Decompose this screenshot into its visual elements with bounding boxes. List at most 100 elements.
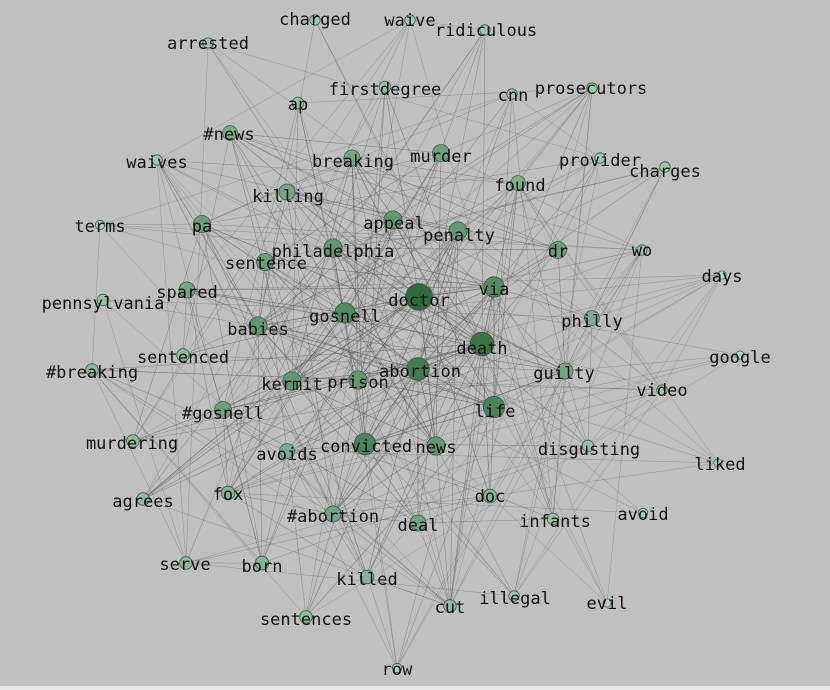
node-gosnell-tag[interactable] <box>214 401 232 419</box>
edge-appeal-life <box>392 219 495 408</box>
node-pa[interactable] <box>193 215 211 233</box>
node-sentences[interactable] <box>299 610 313 624</box>
edge-abortion-tag-cut <box>332 513 451 607</box>
node-google[interactable] <box>735 350 745 360</box>
edge-found-video <box>517 182 663 391</box>
node-sentenced[interactable] <box>176 348 190 362</box>
node-spared[interactable] <box>178 281 196 299</box>
edge-ridiculous-death <box>481 29 486 345</box>
node-breaking[interactable] <box>343 149 361 167</box>
edge-waive-waives <box>156 19 411 161</box>
node-infants[interactable] <box>546 512 560 526</box>
node-death[interactable] <box>469 331 495 357</box>
edge-wo-illegal <box>513 249 643 597</box>
edge-disgusting-serve <box>185 445 589 564</box>
node-ridiculous[interactable] <box>479 24 491 36</box>
edge-pennsylvania-babies <box>102 299 259 327</box>
bottom-strip <box>0 686 830 690</box>
node-via[interactable] <box>483 276 505 298</box>
edge-ridiculous-philadelphia <box>332 29 486 249</box>
node-cut[interactable] <box>443 599 457 613</box>
edge-penalty-deal <box>417 230 459 524</box>
edge-doctor-kermit <box>291 296 420 382</box>
node-ap[interactable] <box>291 96 305 110</box>
edge-news-tag-dr <box>229 132 559 251</box>
node-evil[interactable] <box>602 598 612 608</box>
node-prison[interactable] <box>348 370 368 390</box>
node-disgusting[interactable] <box>581 439 595 453</box>
edge-breaking-found <box>351 157 519 184</box>
node-row[interactable] <box>391 662 403 674</box>
node-wo[interactable] <box>636 244 648 256</box>
node-liked[interactable] <box>713 458 723 468</box>
node-terms[interactable] <box>94 219 106 231</box>
node-arrested[interactable] <box>202 37 214 49</box>
node-charged[interactable] <box>309 14 321 26</box>
edge-news-tag-wo <box>229 132 643 251</box>
node-charges[interactable] <box>659 161 671 173</box>
node-found[interactable] <box>510 175 526 191</box>
edge-killing-philadelphia <box>286 191 334 249</box>
edge-gosnell-tag-fox <box>222 409 229 494</box>
edge-philadelphia-babies <box>257 247 334 327</box>
node-philadelphia[interactable] <box>323 238 343 258</box>
node-babies[interactable] <box>248 316 268 336</box>
node-murder[interactable] <box>432 144 450 162</box>
node-firstdegree[interactable] <box>378 80 392 94</box>
node-video[interactable] <box>656 384 668 396</box>
edge-via-philly <box>493 286 593 319</box>
nodes-layer <box>85 14 745 674</box>
node-label-agrees: agrees <box>112 492 173 512</box>
node-prosecutors[interactable] <box>586 82 598 94</box>
node-killed[interactable] <box>359 569 375 585</box>
node-doc[interactable] <box>482 488 498 504</box>
node-guilty[interactable] <box>556 362 574 380</box>
edge-killing-dr <box>286 191 559 251</box>
node-cnn[interactable] <box>506 88 518 100</box>
node-killing[interactable] <box>278 183 296 201</box>
node-illegal[interactable] <box>508 590 520 602</box>
node-appeal[interactable] <box>383 210 403 230</box>
node-serve[interactable] <box>179 556 193 570</box>
edge-kermit-news <box>291 380 437 447</box>
edge-abortion-news <box>417 368 437 447</box>
node-life[interactable] <box>482 395 506 419</box>
node-abortion[interactable] <box>406 357 430 381</box>
edge-life-sentences <box>305 406 495 618</box>
edge-doctor-sentenced <box>182 296 420 356</box>
edge-charges-guilty <box>564 166 666 372</box>
node-breaking-tag[interactable] <box>85 363 99 377</box>
node-news[interactable] <box>426 436 446 456</box>
node-gosnell[interactable] <box>334 302 356 324</box>
node-provider[interactable] <box>594 152 606 164</box>
node-avoid[interactable] <box>637 507 649 519</box>
node-days[interactable] <box>717 270 727 280</box>
node-agrees[interactable] <box>136 492 150 506</box>
node-born[interactable] <box>254 555 270 571</box>
node-waives[interactable] <box>151 154 163 166</box>
node-label-waives: waives <box>126 153 187 173</box>
node-news-tag[interactable] <box>222 125 238 141</box>
node-penalty[interactable] <box>448 221 468 241</box>
edge-disgusting-born <box>261 445 589 564</box>
node-murdering[interactable] <box>126 434 140 448</box>
edge-found-via <box>493 182 519 288</box>
edge-spared-gosnell <box>186 289 346 314</box>
node-avoids[interactable] <box>279 443 295 459</box>
edge-guilty-infants <box>552 370 566 520</box>
node-kermit[interactable] <box>282 371 302 391</box>
node-deal[interactable] <box>409 514 427 532</box>
edge-killing-murdering <box>132 191 288 442</box>
node-philly[interactable] <box>584 310 600 326</box>
edge-philadelphia-guilty <box>332 247 566 372</box>
edge-penalty-liked <box>457 230 719 464</box>
node-abortion-tag[interactable] <box>324 505 342 523</box>
node-doctor[interactable] <box>405 283 433 311</box>
node-fox[interactable] <box>220 485 236 501</box>
node-pennsylvania[interactable] <box>96 293 110 307</box>
node-sentence[interactable] <box>256 253 274 271</box>
node-label-news-tag: #news <box>203 125 254 145</box>
node-convicted[interactable] <box>353 432 377 456</box>
node-waive[interactable] <box>404 14 416 26</box>
node-dr[interactable] <box>549 241 567 259</box>
